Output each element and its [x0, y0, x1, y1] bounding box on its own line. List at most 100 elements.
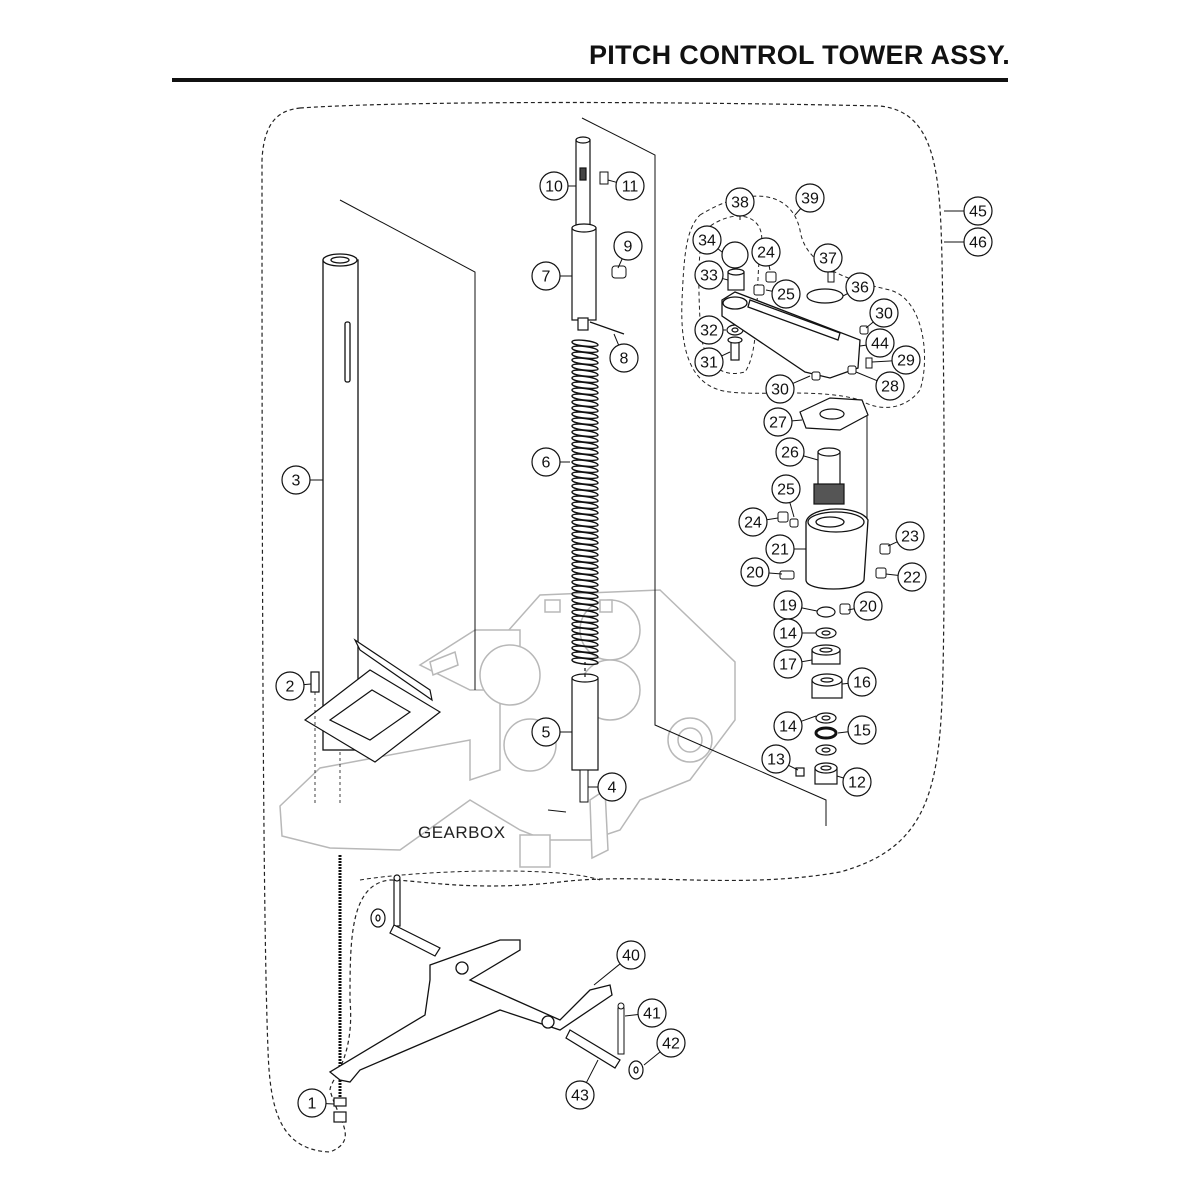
- collar-7: [571, 223, 597, 331]
- callout-leader: [836, 775, 844, 779]
- callout-leader: [801, 607, 818, 612]
- callout-circle: [531, 447, 561, 477]
- callout-14: 14: [773, 618, 816, 648]
- callout-circle: [963, 196, 993, 226]
- callout-leader: [885, 573, 899, 576]
- callout-number: 15: [853, 723, 871, 740]
- callout-circle: [771, 279, 801, 309]
- top-pin-and-washer: [370, 874, 441, 957]
- callout-number: 27: [769, 415, 787, 432]
- assembly-boundary-outline: [261, 101, 945, 1153]
- cap-36: [806, 288, 844, 304]
- callout-46: 46: [944, 227, 993, 257]
- callout-number: 29: [897, 353, 915, 370]
- callout-number: 2: [286, 679, 295, 696]
- callout-24: 24: [738, 507, 779, 537]
- callout-leader: [842, 293, 848, 297]
- callout-leader: [803, 455, 819, 461]
- callout-number: 23: [901, 529, 919, 546]
- diagram-title: PITCH CONTROL TOWER ASSY.: [588, 40, 1010, 70]
- callout-number: 24: [744, 515, 762, 532]
- callout-number: 17: [779, 657, 797, 674]
- callout-leader: [855, 371, 878, 382]
- callout-leader: [871, 360, 893, 363]
- callout-13: 13: [761, 744, 799, 774]
- callout-44: 44: [859, 328, 895, 358]
- callout-circle: [616, 940, 646, 970]
- pin-37: [827, 271, 835, 283]
- callout-leader: [768, 572, 783, 575]
- knob-34: [721, 241, 749, 269]
- callout-number: 20: [859, 599, 877, 616]
- cover-27: [799, 397, 869, 431]
- callout-circle: [775, 437, 805, 467]
- callout-number: 14: [779, 719, 797, 736]
- callout-circle: [875, 371, 905, 401]
- callout-circle: [751, 237, 781, 267]
- callout-circle: [694, 347, 724, 377]
- bolt-2: [310, 671, 320, 805]
- callout-32: 32: [694, 315, 726, 345]
- callout-leader: [765, 289, 773, 292]
- callout-number: 25: [777, 482, 795, 499]
- callout-25: 25: [765, 279, 801, 309]
- callout-25: 25: [771, 474, 801, 518]
- callout-circle: [773, 649, 803, 679]
- callout-number: 9: [624, 239, 633, 256]
- callout-circle: [609, 343, 639, 373]
- callout-leader: [624, 1014, 639, 1017]
- callout-number: 5: [542, 725, 551, 742]
- callout-3: 3: [281, 465, 323, 495]
- callout-number: 30: [875, 306, 893, 323]
- callout-number: 11: [622, 179, 639, 196]
- callout-leader: [841, 682, 849, 685]
- spring-coils: [571, 339, 599, 666]
- callout-number: 42: [662, 1036, 680, 1053]
- callout-number: 39: [801, 191, 819, 208]
- callout-19: 19: [773, 590, 818, 620]
- callout-circle: [275, 671, 305, 701]
- callout-leader: [794, 208, 802, 216]
- callout-number: 16: [853, 675, 871, 692]
- callout-30: 30: [865, 298, 899, 329]
- callout-leader: [593, 963, 621, 986]
- callout-38: 38: [725, 187, 755, 220]
- callout-leader: [722, 278, 729, 281]
- callout-number: 26: [781, 445, 799, 462]
- lower-linkage-outline: [359, 870, 601, 881]
- callout-leader: [303, 683, 312, 686]
- callout-2: 2: [275, 671, 312, 701]
- callout-number: 32: [700, 323, 718, 340]
- callout-45: 45: [944, 196, 993, 226]
- callout-circle: [869, 298, 899, 328]
- callout-20: 20: [847, 591, 883, 621]
- callout-circle: [694, 260, 724, 290]
- callout-leader: [847, 608, 855, 611]
- washer-stack: [795, 606, 843, 785]
- callout-leader: [617, 258, 623, 269]
- callout-number: 31: [700, 355, 718, 372]
- callout-43: 43: [565, 1059, 599, 1110]
- callout-circle: [738, 507, 768, 537]
- callout-36: 36: [842, 272, 875, 302]
- callout-22: 22: [885, 562, 927, 592]
- callout-11: 11: [607, 171, 645, 201]
- callout-leader: [721, 351, 731, 357]
- callout-circle: [865, 328, 895, 358]
- projection-panel-right: [547, 117, 827, 826]
- callout-23: 23: [887, 521, 925, 551]
- callout-33: 33: [694, 260, 729, 290]
- callout-number: 40: [622, 948, 640, 965]
- callout-29: 29: [871, 345, 921, 375]
- callout-9: 9: [613, 231, 643, 269]
- callout-circle: [297, 1088, 327, 1118]
- callout-circle: [853, 591, 883, 621]
- callout-circle: [845, 272, 875, 302]
- bolt-31: [727, 336, 743, 361]
- callout-number: 30: [771, 382, 789, 399]
- callout-circle: [897, 562, 927, 592]
- callout-number: 12: [848, 775, 866, 792]
- callout-number: 33: [700, 268, 718, 285]
- callout-number: 13: [767, 752, 785, 769]
